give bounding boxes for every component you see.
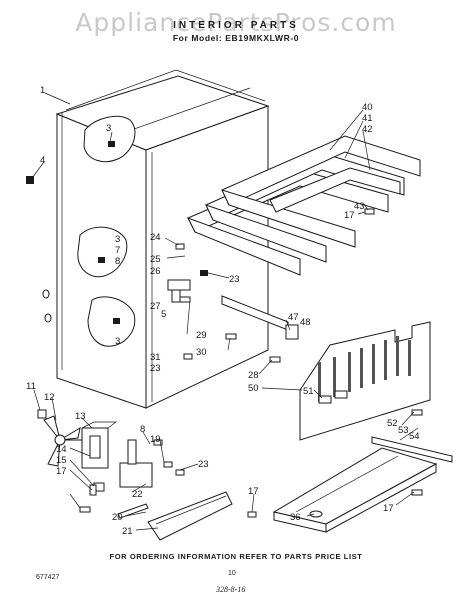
callout-12: 12 <box>44 392 55 403</box>
fan-blade <box>43 415 82 467</box>
drain-pan <box>272 436 453 533</box>
callout-48: 48 <box>300 317 311 328</box>
document-code: 677427 <box>36 574 60 581</box>
callout-50: 50 <box>248 383 259 394</box>
handwritten-note: 328-8-16 <box>216 585 246 594</box>
callout-23b: 23 <box>229 274 240 285</box>
callout-51: 51 <box>303 386 314 397</box>
callout-24: 24 <box>150 232 161 243</box>
callout-41: 41 <box>362 113 373 124</box>
callout-22: 22 <box>132 489 143 500</box>
callout-labels: 1 3 4 3 7 8 3 24 25 26 27 5 29 30 31 23 … <box>26 85 420 537</box>
callout-7: 7 <box>115 245 120 256</box>
callout-40: 40 <box>362 102 373 113</box>
callout-36: 36 <box>290 512 301 523</box>
callout-17c: 17 <box>248 486 259 497</box>
cabinet-liner <box>55 69 270 409</box>
callout-23c: 23 <box>198 459 209 470</box>
callout-3b: 3 <box>115 234 120 245</box>
callout-3: 3 <box>106 123 111 134</box>
callout-31: 31 <box>150 352 161 363</box>
callout-13: 13 <box>75 411 86 422</box>
callout-15: 15 <box>56 455 67 466</box>
fan-bracket <box>93 439 153 492</box>
callout-54: 54 <box>409 431 420 442</box>
callout-52: 52 <box>387 418 398 429</box>
callout-25: 25 <box>150 254 161 265</box>
callout-29: 29 <box>196 330 207 341</box>
callout-8b: 8 <box>140 424 145 435</box>
callout-5: 5 <box>161 309 166 320</box>
callout-27: 27 <box>150 301 161 312</box>
callout-11: 11 <box>26 381 36 392</box>
screw-43 <box>364 208 375 215</box>
callout-3c: 3 <box>115 336 120 347</box>
callout-4: 4 <box>40 155 45 166</box>
callout-47: 47 <box>288 312 299 323</box>
callout-23a: 23 <box>150 363 161 374</box>
fan-motor <box>81 421 118 469</box>
callout-17a: 17 <box>344 210 355 221</box>
callout-30: 30 <box>196 347 207 358</box>
ordering-note: FOR ORDERING INFORMATION REFER TO PARTS … <box>109 552 363 561</box>
defrost-heater <box>117 491 233 541</box>
callout-1: 1 <box>40 85 45 96</box>
callout-28: 28 <box>248 370 259 381</box>
callout-53: 53 <box>398 425 409 436</box>
callout-20: 20 <box>112 512 123 523</box>
evaporator-cover <box>299 321 431 441</box>
callout-8: 8 <box>115 256 120 267</box>
callout-21: 21 <box>122 526 133 537</box>
watermark: AppliancePartsPros.com <box>75 8 397 37</box>
callout-43: 43 <box>354 201 365 212</box>
leader-lines <box>31 92 419 531</box>
shelf-frame-inner <box>221 135 421 248</box>
callout-42: 42 <box>362 124 373 135</box>
model-number: For Model: EB19MKXLWR-0 <box>172 33 300 43</box>
callout-17b: 17 <box>56 466 67 477</box>
callout-26: 26 <box>150 266 161 277</box>
screws <box>26 176 423 518</box>
page-number: 10 <box>228 570 236 577</box>
page-title: INTERIOR PARTS <box>173 20 299 31</box>
callout-17d: 17 <box>383 503 394 514</box>
callout-14: 14 <box>56 444 67 455</box>
cover-bracket-47 <box>221 295 299 340</box>
callout-19: 19 <box>150 434 161 445</box>
